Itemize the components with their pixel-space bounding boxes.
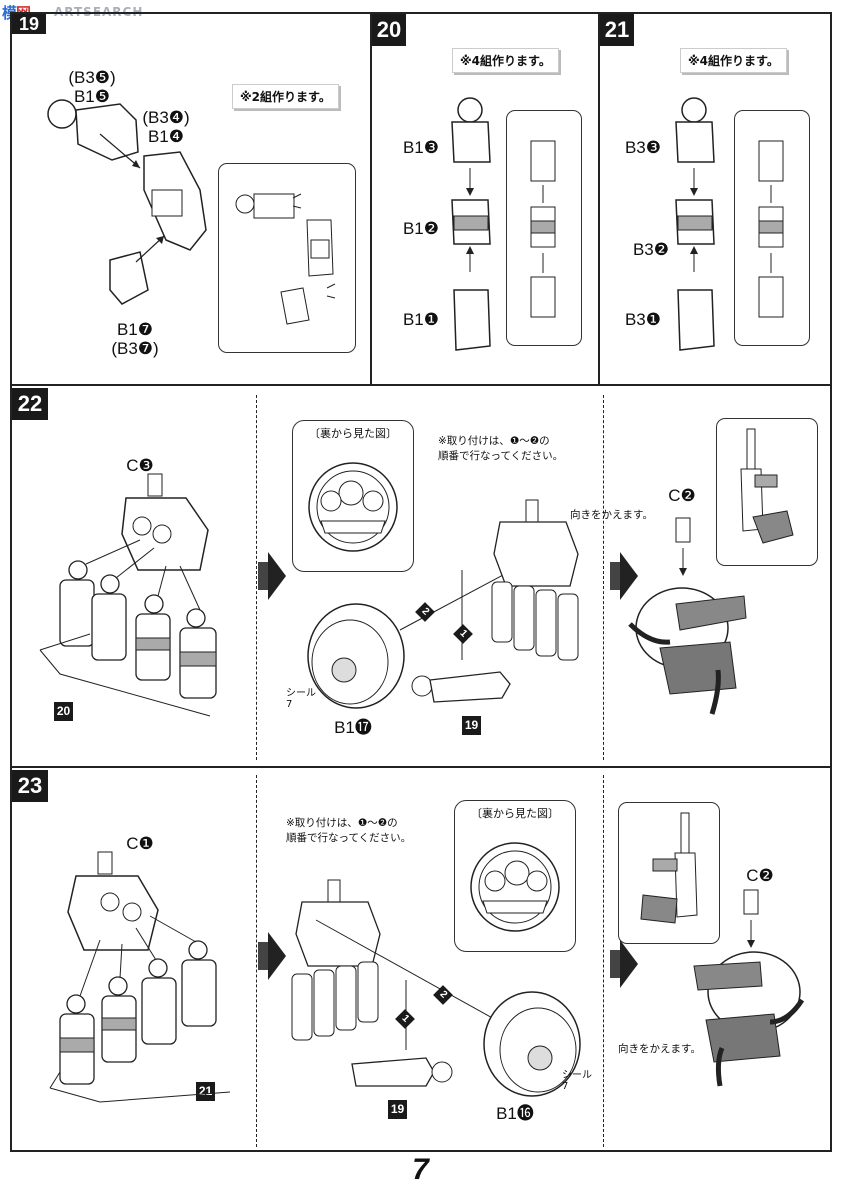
sub-divider-22b <box>603 395 604 760</box>
sub-divider-22a <box>256 395 257 760</box>
step-22-next-arrow-1 <box>258 552 286 600</box>
step-22-disc-illustration <box>307 603 405 709</box>
step-23-rotate-note: 向きをかえます。 <box>618 1043 701 1055</box>
step-20-part-mid: B1❷ <box>402 219 440 238</box>
step-20-part-bottom: B1❶ <box>402 310 440 329</box>
step-22-next-arrow-2 <box>610 552 638 600</box>
step-23-ref-badge-2: 19 <box>388 1100 407 1119</box>
step-19-note: ※2組作ります。 <box>232 84 339 109</box>
step-19-assembly-illustration <box>47 99 207 305</box>
step-21-part-top: B3❸ <box>624 138 662 157</box>
step-23-final-assembly-illustration <box>693 889 805 1087</box>
step-23-order-note: ※取り付けは、❶～❷の 順番で行なってください。 <box>286 817 412 844</box>
step-22-back-view-callout: 〔裏から見た図〕 <box>292 420 414 572</box>
step-22-ref-badge-2: 19 <box>462 716 481 735</box>
step-22-rotate-note: 向きをかえます。 <box>570 509 653 521</box>
step-22-callout-title: 〔裏から見た図〕 <box>309 427 397 440</box>
step-23-palm-part-illustration <box>351 1057 453 1087</box>
step-21-part-mid: B3❷ <box>632 240 670 259</box>
step-19-part-mid: (B3❹) B1❹ <box>142 108 190 146</box>
col-divider-20-21 <box>598 12 600 385</box>
step-23-hand-assembly-illustration <box>49 851 231 1103</box>
step-23-back-view-callout: 〔裏から見た図〕 <box>454 800 576 952</box>
step-22-detail-inset <box>716 418 818 566</box>
row-divider-2 <box>10 766 832 768</box>
step-19-detail-illustration <box>235 193 336 325</box>
step-21-detail-inset <box>734 110 810 346</box>
step-20-badge: 20 <box>372 14 406 46</box>
step-23-callout-title: 〔裏から見た図〕 <box>471 807 559 820</box>
step-23-part-c2: C❷ <box>746 866 774 885</box>
step-23-hand-illustration <box>291 879 381 1041</box>
step-22-part-disc: B1⓱ <box>334 718 372 737</box>
step-20-detail-inset <box>506 110 582 346</box>
step-21-part-bottom: B3❶ <box>624 310 662 329</box>
step-19-part-top: (B3❺) B1❺ <box>68 68 116 106</box>
step-22-palm-part-illustration <box>411 671 511 703</box>
step-22-hand-assembly-illustration <box>39 473 217 717</box>
step-20-finger-illustration <box>451 97 491 351</box>
step-22-back-view-illustration <box>308 462 398 552</box>
page-number: 7 <box>412 1153 429 1186</box>
step-20-detail-illustration <box>530 140 556 318</box>
step-23-detail-inset <box>618 802 720 944</box>
step-23-next-arrow-1 <box>258 932 286 980</box>
step-23-next-arrow-2 <box>610 940 638 988</box>
step-19-badge: 19 <box>12 14 46 34</box>
step-21-badge: 21 <box>600 14 634 46</box>
page-frame <box>10 12 832 1152</box>
step-19-part-bottom: B1❼ (B3❼) <box>111 320 159 358</box>
sub-divider-23b <box>603 775 604 1147</box>
step-22-badge: 22 <box>12 388 48 420</box>
step-22-detail-illustration <box>740 428 794 544</box>
step-19-detail-inset <box>218 163 356 353</box>
row-divider-1 <box>10 384 832 386</box>
step-23-detail-illustration <box>640 812 698 924</box>
sub-divider-23a <box>256 775 257 1147</box>
step-22-part-c2: C❷ <box>668 486 696 505</box>
step-22-hand-illustration <box>491 499 579 661</box>
col-divider-19-20 <box>370 12 372 385</box>
step-23-part-c: C❶ <box>126 834 154 853</box>
step-21-finger-illustration <box>675 97 715 351</box>
step-23-seal-label: シール 7 <box>562 1070 592 1092</box>
step-22-order-lines <box>399 549 551 660</box>
step-20-note: ※4組作ります。 <box>452 48 559 73</box>
step-23-part-disc: B1⓰ <box>496 1104 534 1123</box>
step-22-final-assembly-illustration <box>628 517 747 715</box>
step-20-part-top: B1❸ <box>402 138 440 157</box>
step-23-disc-illustration <box>483 991 581 1097</box>
step-22-ref-badge: 20 <box>54 702 73 721</box>
step-21-note: ※4組作ります。 <box>680 48 787 73</box>
step-22-part-c: C❸ <box>126 456 154 475</box>
step-21-detail-illustration <box>758 140 784 318</box>
step-23-badge: 23 <box>12 770 48 802</box>
step-23-back-view-illustration <box>470 842 560 932</box>
step-22-order-note: ※取り付けは、❶～❷の 順番で行なってください。 <box>438 435 564 462</box>
step-22-seal-label: シール 7 <box>286 688 316 710</box>
